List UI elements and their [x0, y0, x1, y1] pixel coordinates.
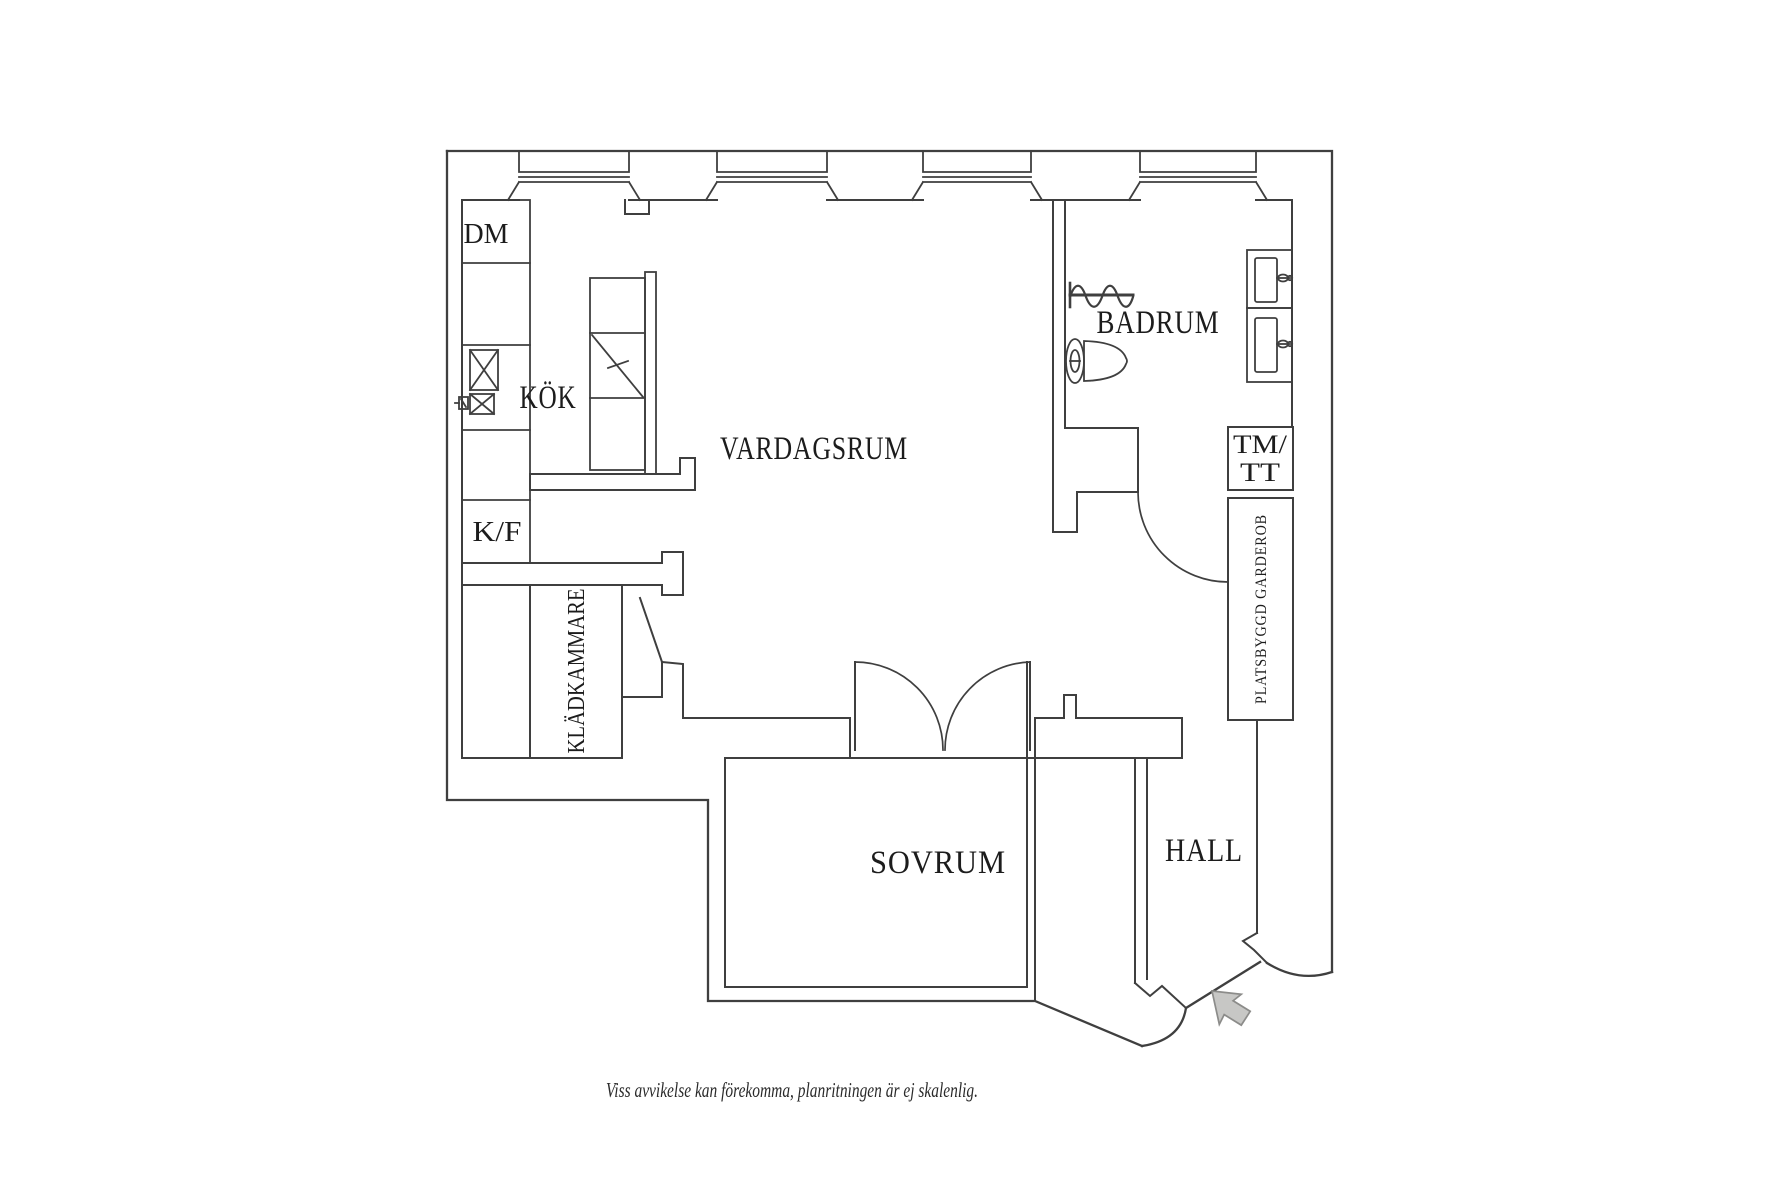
kitchen-sink-icon: [468, 348, 500, 392]
wall-notch: [624, 199, 650, 215]
window-icon: [1127, 150, 1269, 202]
island-body: [589, 277, 646, 471]
label-dm: DM: [464, 218, 509, 250]
hall-walls: [1034, 694, 1269, 1010]
entrance-recess-arc-right: [1265, 961, 1334, 978]
kladkammare-top-wall: [461, 551, 684, 596]
inner-wall-faces: [461, 199, 1293, 564]
interior-walls-left: [461, 457, 696, 596]
label-tmtt-line1: TM/: [1233, 430, 1288, 459]
room-label-kok: KÖK: [520, 380, 577, 416]
island-dividers: [589, 332, 646, 399]
window-icon: [910, 150, 1044, 202]
kladkammare-walls: [461, 584, 684, 759]
toilet-icon: [1065, 338, 1128, 384]
double-door-arc-right: [944, 661, 1031, 751]
entrance-recess-arc-left: [1140, 1006, 1188, 1048]
island-side-bar: [644, 271, 657, 481]
labels: VARDAGSRUM KÖK BADRUM SOVRUM HALL DM K/F…: [464, 218, 1288, 1102]
entrance-jamb-right: [1241, 931, 1269, 965]
outer-wall-top-right: [445, 149, 1334, 974]
towel-rail-icon: [1068, 281, 1135, 309]
hall-left-wall: [1134, 757, 1148, 984]
outer-wall-left-bottom: [445, 149, 1144, 1048]
window-icon: [704, 150, 840, 202]
hall-top-wall: [1034, 694, 1183, 759]
outer-walls: [445, 149, 1334, 1048]
kladkammare-door-jamb: [621, 660, 684, 719]
kitchen-island: [589, 271, 657, 481]
badrum-door-arc: [1137, 491, 1229, 583]
garderob-box: [1227, 497, 1294, 721]
room-label-vardagsrum: VARDAGSRUM: [720, 431, 908, 467]
room-label-hall: HALL: [1165, 833, 1243, 869]
sovrum-walls: [682, 661, 1036, 1002]
island-diagonal: [590, 333, 645, 399]
windows: [506, 150, 1269, 202]
entrance-jamb-left: [1133, 981, 1188, 1010]
room-label-sovrum: SOVRUM: [870, 845, 1006, 881]
window-icon: [506, 150, 642, 202]
caption: Viss avvikelse kan förekomma, planritnin…: [606, 1078, 978, 1102]
kladkammare-door-leaf: [638, 596, 664, 664]
kok-lower-wall: [529, 457, 696, 491]
closet-boxes: [1227, 426, 1294, 721]
badrum: [1052, 199, 1294, 583]
label-kf: K/F: [473, 516, 522, 548]
bathroom-sink-icon: [1246, 249, 1294, 309]
sovrum-top-wall-left: [682, 717, 851, 759]
label-tmtt-line2: TT: [1240, 458, 1280, 487]
double-door-arc-left: [854, 661, 944, 751]
room-label-kladkammare: KLÄDKAMMARE: [564, 589, 590, 754]
tmtt-box: [1227, 426, 1294, 491]
room-label-badrum: BADRUM: [1097, 305, 1220, 341]
kitchen-sink-small-icon: [468, 392, 496, 416]
faucet-icon: [454, 396, 469, 410]
counter-dividers: [461, 262, 531, 501]
kladkammare-box: [461, 584, 623, 759]
entrance-arrow-icon: [1210, 990, 1252, 1027]
entrance-door-leaf: [1184, 960, 1262, 1010]
label-garderob: PLATSBYGGD GARDEROB: [1253, 514, 1270, 704]
bathroom-sink-icon: [1246, 307, 1294, 383]
